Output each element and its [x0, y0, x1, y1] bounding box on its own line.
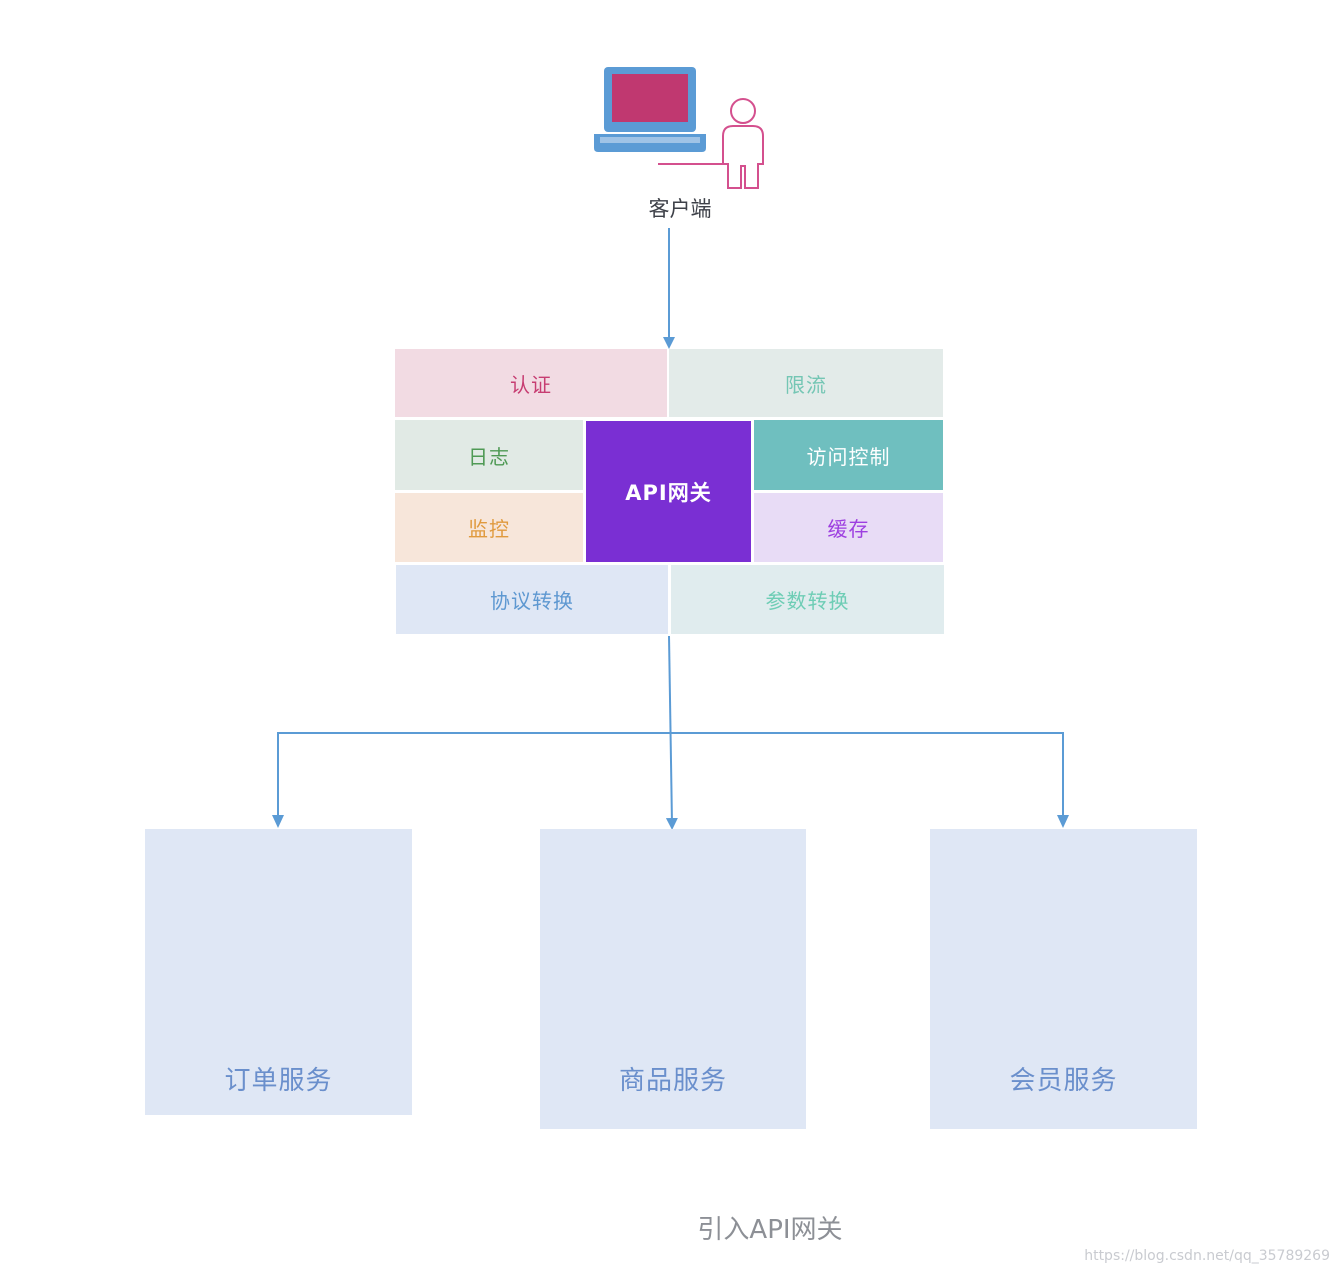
api-gateway-block: API网关	[586, 421, 751, 562]
diagram-caption: 引入API网关	[697, 1215, 843, 1245]
service-branch-line	[277, 732, 1064, 823]
member-service-box: 会员服务	[930, 829, 1197, 1129]
order-arrow-head	[272, 815, 284, 828]
log-block: 日志	[395, 420, 583, 490]
gateway-trunk-line	[665, 635, 678, 830]
person-icon	[658, 98, 764, 189]
protocol-conversion-block: 协议转换	[396, 565, 668, 634]
watermark: https://blog.csdn.net/qq_35789269	[1084, 1248, 1330, 1264]
laptop-user-icon	[594, 67, 764, 189]
laptop-icon	[594, 67, 706, 152]
client-label: 客户端	[648, 197, 712, 221]
monitor-block: 监控	[395, 493, 583, 562]
cache-block: 缓存	[754, 493, 943, 562]
order-service-label: 订单服务	[224, 1066, 333, 1096]
order-service-box: 订单服务	[145, 829, 412, 1115]
access-control-block: 访问控制	[754, 420, 943, 490]
product-service-label: 商品服务	[618, 1066, 727, 1096]
auth-block: 认证	[395, 349, 667, 417]
rate-limit-block: 限流	[669, 349, 943, 417]
param-conversion-block: 参数转换	[671, 565, 944, 634]
product-service-box: 商品服务	[540, 829, 806, 1129]
member-service-label: 会员服务	[1009, 1066, 1118, 1096]
member-arrow-head	[1057, 815, 1069, 828]
